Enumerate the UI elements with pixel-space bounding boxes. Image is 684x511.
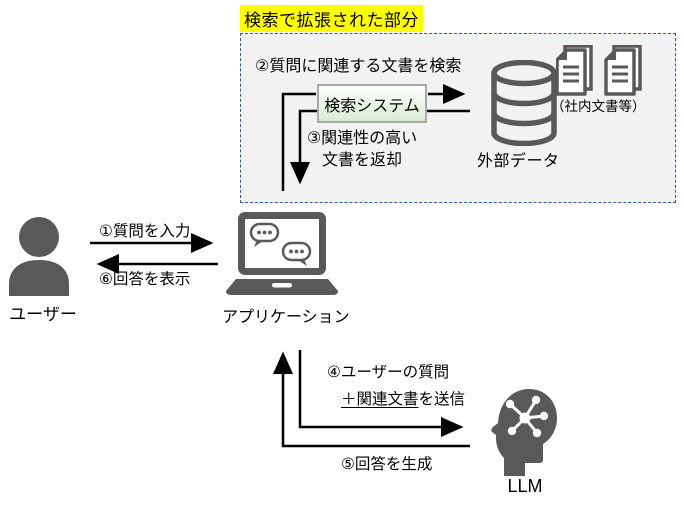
search-system-label: 検索システム — [324, 97, 420, 115]
head-network-icon — [491, 389, 557, 476]
person-silhouette-icon — [9, 217, 69, 296]
chat-bubble-icon — [281, 241, 312, 266]
database-cylinder-icon — [491, 60, 557, 146]
step3-line1: ③関連性の高い — [306, 130, 418, 147]
diagram-title: 検索で拡張された部分 — [240, 5, 423, 32]
document-icon — [556, 45, 593, 96]
step1-label: ①質問を入力 — [99, 223, 191, 240]
step4-underlined-text: ＋関連文書 — [341, 391, 419, 408]
internal-docs-note: （社内文書等） — [551, 99, 646, 114]
step4-rest-text: を送信 — [418, 391, 466, 408]
laptop-chat-icon — [226, 212, 338, 295]
step5-label: ⑤回答を生成 — [341, 456, 433, 473]
step3-label: ③関連性の高い 文書を返却 — [294, 128, 430, 172]
document-pages-icon — [556, 45, 642, 96]
llm-label: LLM — [507, 476, 543, 496]
user-label: ユーザー — [9, 305, 77, 324]
step4-label-line2: ＋関連文書を送信 — [341, 387, 465, 409]
document-icon — [604, 45, 642, 96]
external-data-label: 外部データ — [477, 153, 560, 170]
search-system-box: 検索システム — [317, 84, 427, 123]
chat-bubble-icon — [249, 222, 280, 247]
step2-label: ②質問に関連する文書を検索 — [255, 58, 462, 75]
step4-label-line1: ④ユーザーの質問 — [327, 364, 450, 381]
step6-label: ⑥回答を表示 — [99, 271, 191, 288]
application-label: アプリケーション — [222, 309, 350, 326]
step3-line2: 文書を返却 — [321, 152, 402, 169]
